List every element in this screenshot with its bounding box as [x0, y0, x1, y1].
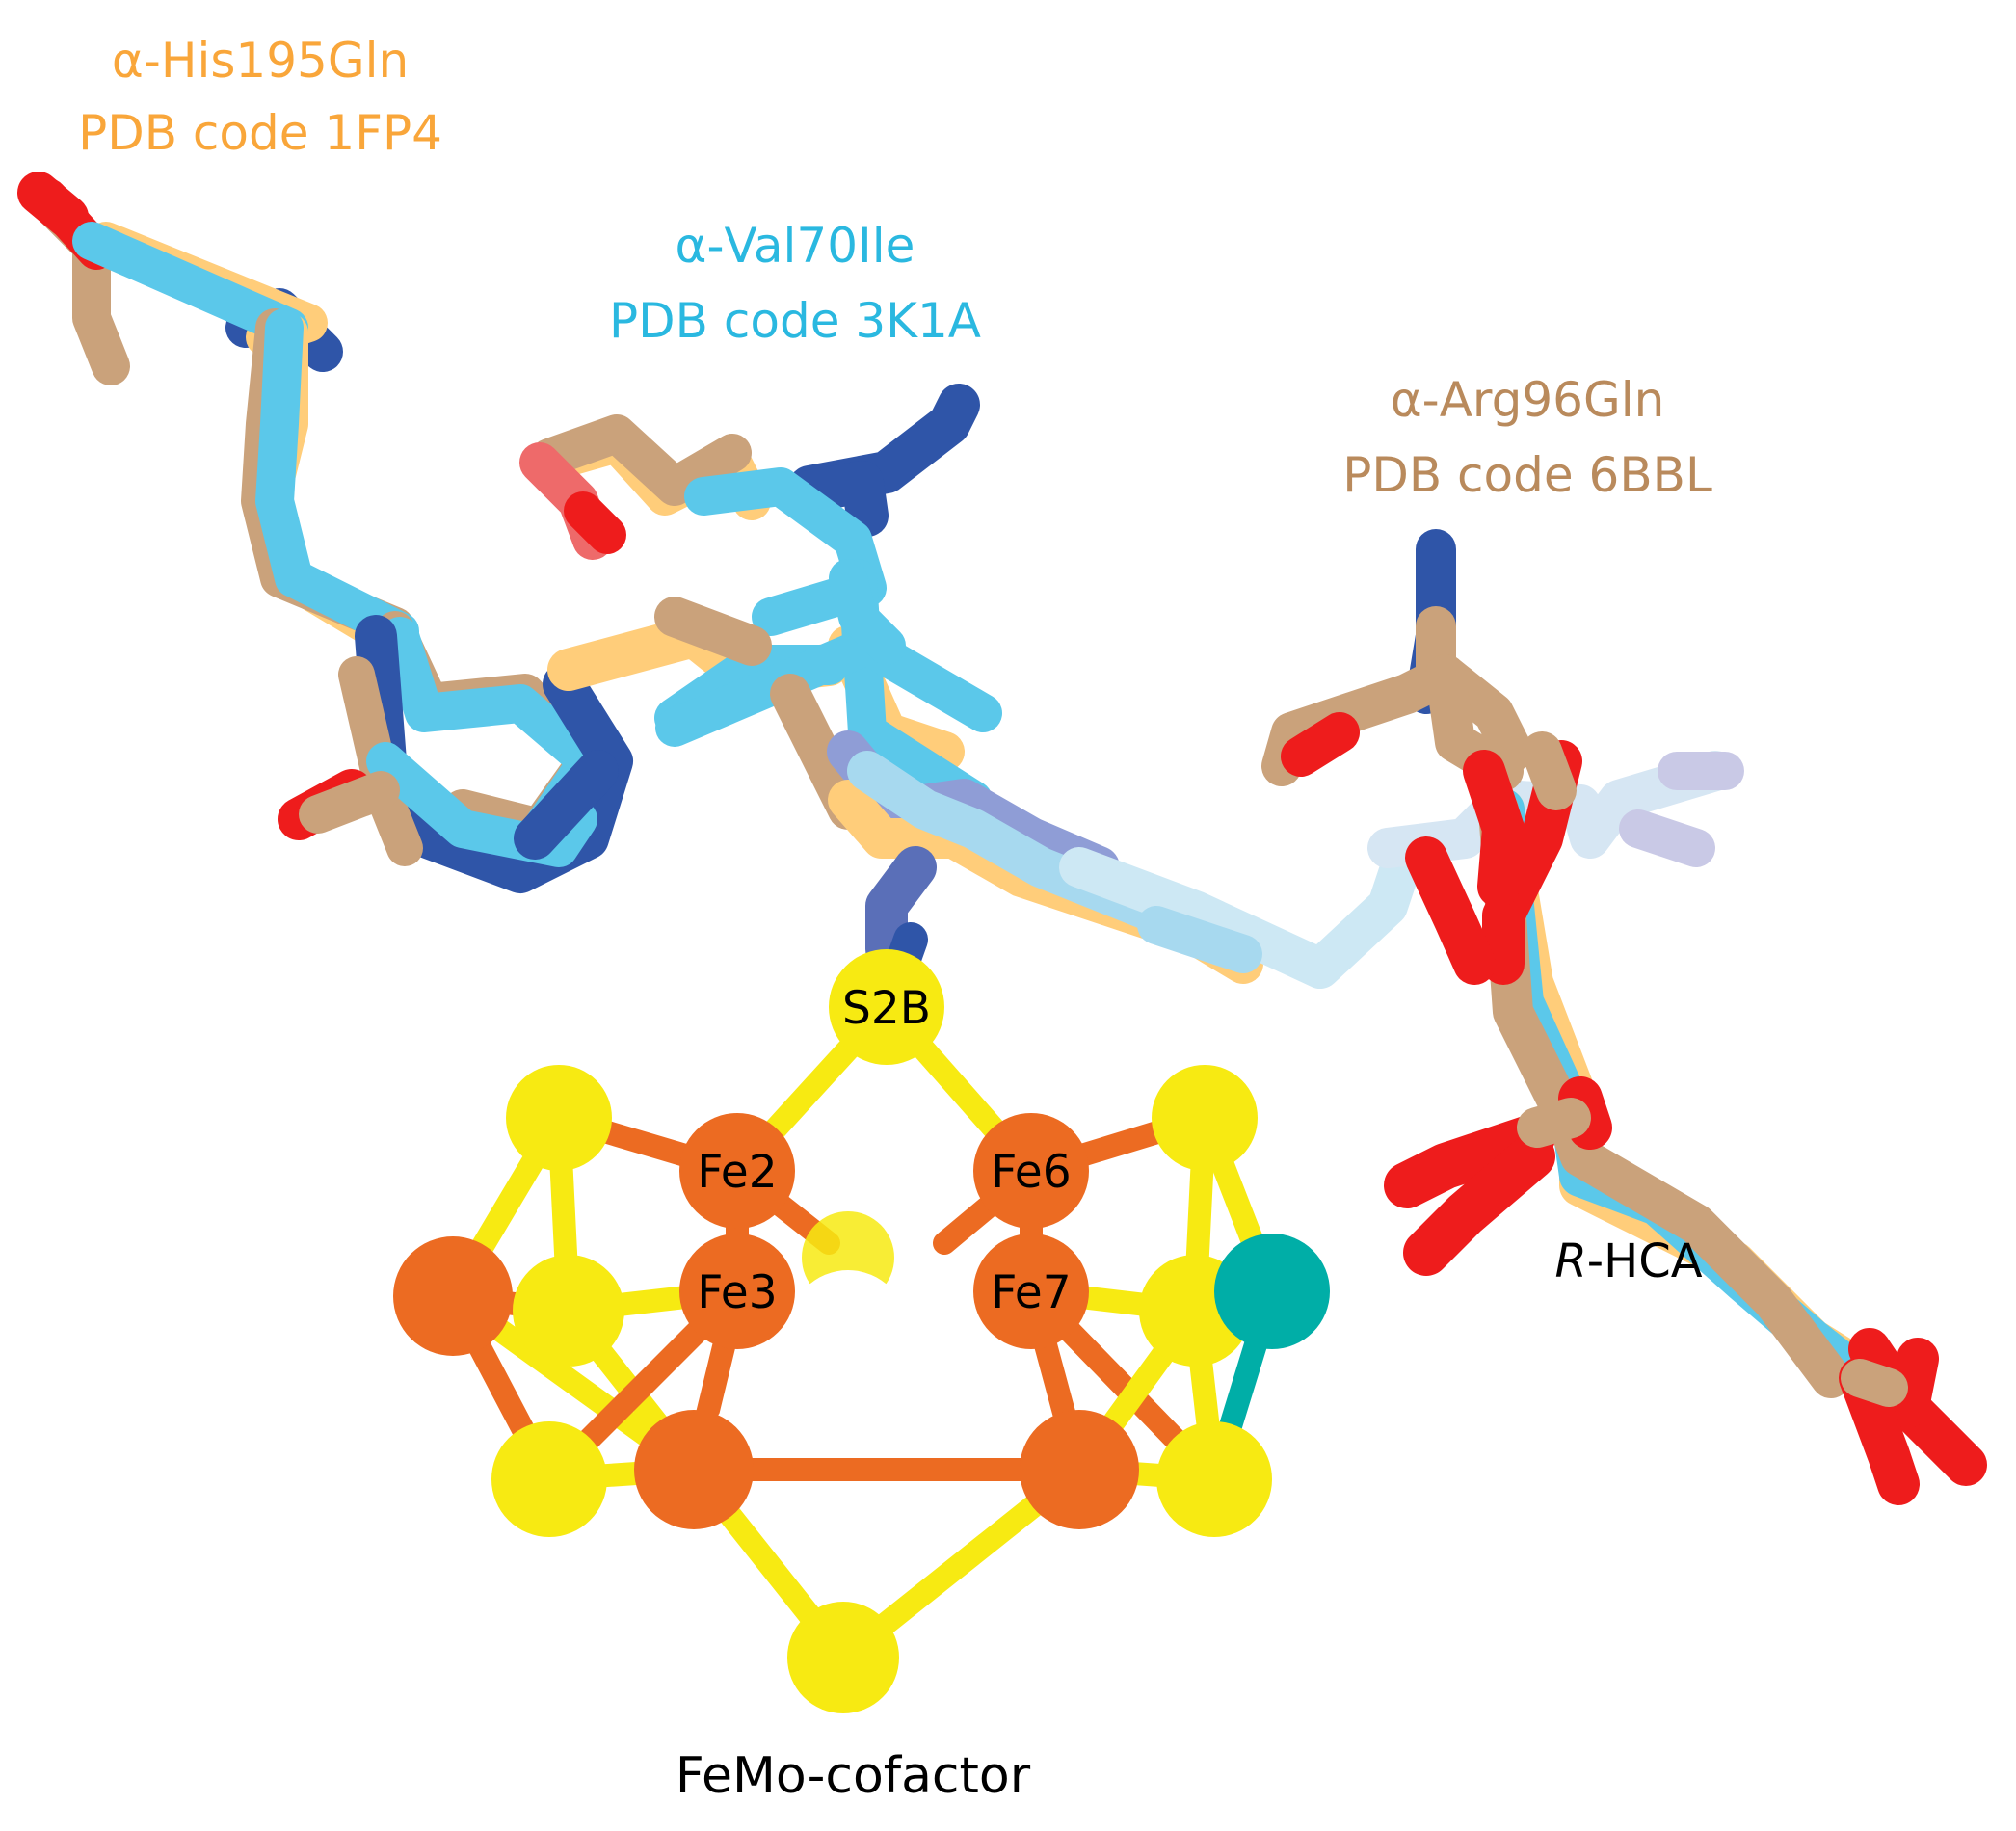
iron-fe5	[1020, 1410, 1139, 1529]
sulfur-right-bottom	[1156, 1421, 1272, 1537]
iron-fe1	[393, 1236, 513, 1356]
sulfur-left-bottom	[491, 1421, 607, 1537]
val70-residue	[519, 384, 1002, 830]
iron-fe4	[634, 1410, 754, 1529]
sulfur-bottom	[787, 1602, 899, 1713]
arg96-label-line2: PDB code 6BBL	[1342, 447, 1712, 503]
sulfur-s2b	[829, 949, 944, 1065]
carbide-atom	[788, 1270, 908, 1390]
arg96-label-line1: α-Arg96Gln	[1391, 372, 1665, 428]
his195-label-line2: PDB code 1FP4	[78, 105, 442, 161]
s2b-label: S2B	[842, 982, 931, 1035]
sulfur-right-top	[1152, 1065, 1258, 1171]
hca-label: R-HCA	[1554, 1234, 1702, 1288]
val70-label-line1: α-Val70Ile	[676, 218, 915, 274]
arg96-residue	[827, 529, 1744, 989]
residue-sticks	[17, 172, 1987, 1505]
iron-fe7	[973, 1234, 1089, 1349]
iron-fe2	[679, 1113, 795, 1229]
sulfur-left-mid	[513, 1255, 624, 1367]
iron-fe3	[679, 1234, 795, 1349]
hca-ligand	[1384, 731, 1987, 1505]
molybdenum-atom	[1214, 1234, 1330, 1349]
sulfur-left-top	[506, 1065, 612, 1171]
figure-labels: α-His195Gln PDB code 1FP4 α-Val70Ile PDB…	[78, 33, 1712, 1805]
val70-label-line2: PDB code 3K1A	[609, 293, 981, 349]
his195-label-line1: α-His195Gln	[112, 33, 409, 89]
iron-fe6	[973, 1113, 1089, 1229]
femo-cofactor-cluster: S2B Fe2 Fe6 Fe3 Fe7	[393, 922, 1330, 1713]
fe3-label: Fe3	[697, 1266, 777, 1319]
fe7-label: Fe7	[991, 1266, 1071, 1319]
fe6-label: Fe6	[991, 1146, 1071, 1199]
atom-labels: S2B Fe2 Fe6 Fe3 Fe7	[697, 982, 1071, 1319]
his195-residue	[17, 172, 633, 893]
fe2-label: Fe2	[697, 1146, 777, 1199]
cluster-atoms	[393, 949, 1330, 1713]
cofactor-label: FeMo-cofactor	[676, 1747, 1031, 1805]
